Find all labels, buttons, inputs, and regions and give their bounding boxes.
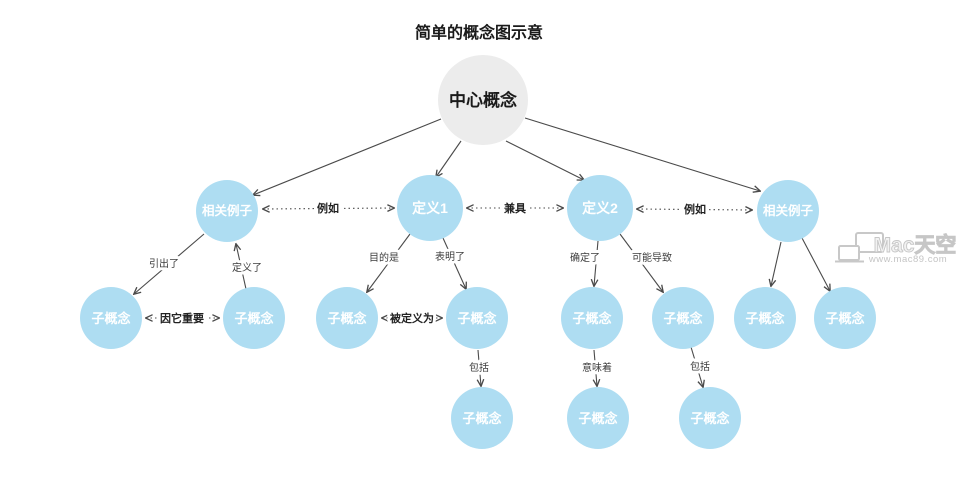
- edge-label-indicates: 表明了: [435, 250, 465, 263]
- node-related-left-label: 相关例子: [202, 203, 253, 218]
- edge-central-to-related-left: [253, 118, 442, 195]
- node-sub-10: 子概念: [567, 387, 629, 449]
- nodes: 中心概念 相关例子 定义1 定义2 相关例子 子概念: [80, 55, 876, 449]
- node-sub-2: 子概念: [223, 287, 285, 349]
- node-sub-11-label: 子概念: [690, 411, 729, 426]
- node-central-label: 中心概念: [449, 90, 517, 110]
- node-definition-2-label: 定义2: [582, 200, 618, 216]
- node-sub-8-label: 子概念: [825, 311, 864, 326]
- node-sub-1-label: 子概念: [91, 311, 130, 326]
- edge-label-example-right: 例如: [684, 202, 706, 216]
- node-sub-3: 子概念: [316, 287, 378, 349]
- node-definition-1: 定义1: [397, 175, 463, 241]
- edge-related-right-child-1: [771, 241, 782, 286]
- node-sub-6-label: 子概念: [663, 311, 702, 326]
- page-title: 简单的概念图示意: [415, 23, 543, 42]
- node-sub-5: 子概念: [561, 287, 623, 349]
- watermark-url: www.mac89.com: [868, 254, 947, 265]
- node-sub-9: 子概念: [451, 387, 513, 449]
- edge-label-defined-as: 被定义为: [390, 311, 434, 325]
- edge-label-means: 意味着: [582, 361, 612, 374]
- edge-central-to-definition-1: [436, 140, 462, 177]
- edge-determines: [594, 240, 599, 286]
- edge-label-may-cause: 可能导致: [632, 251, 672, 264]
- edge-label-includes-right: 包括: [690, 360, 710, 373]
- edge-indicates: [442, 237, 466, 289]
- node-related-right: 相关例子: [757, 180, 819, 242]
- edge-includes-right: [690, 346, 703, 387]
- node-sub-7-label: 子概念: [745, 311, 784, 326]
- node-sub-4: 子概念: [446, 287, 508, 349]
- watermark: Mac天空 www.mac89.com: [835, 232, 957, 265]
- node-sub-9-label: 子概念: [462, 411, 501, 426]
- edge-label-combines: 兼具: [504, 201, 526, 215]
- node-central: 中心概念: [438, 55, 528, 145]
- node-sub-8: 子概念: [814, 287, 876, 349]
- node-sub-11: 子概念: [679, 387, 741, 449]
- node-related-left: 相关例子: [196, 180, 258, 242]
- edge-defines: [236, 244, 247, 290]
- edge-example-left: [263, 208, 394, 209]
- edge-label-defines: 定义了: [232, 261, 262, 274]
- edge-leads-to: [134, 233, 205, 294]
- edge-label-important-because: 因它重要: [160, 311, 204, 325]
- solid-edges: [134, 117, 830, 387]
- devices-icon: [835, 232, 884, 263]
- edge-label-purpose-is: 目的是: [369, 251, 399, 264]
- edge-label-includes-left: 包括: [469, 361, 489, 374]
- node-sub-6: 子概念: [652, 287, 714, 349]
- watermark-brand: Mac天空: [874, 233, 957, 257]
- dashed-edges: [146, 208, 752, 318]
- node-sub-7: 子概念: [734, 287, 796, 349]
- edge-label-leads-to: 引出了: [149, 257, 179, 270]
- edge-example-right: [637, 209, 752, 210]
- node-sub-10-label: 子概念: [578, 411, 617, 426]
- node-definition-2: 定义2: [567, 175, 633, 241]
- node-sub-2-label: 子概念: [234, 311, 273, 326]
- node-sub-1: 子概念: [80, 287, 142, 349]
- edge-means: [594, 349, 597, 386]
- edge-labels: 例如 兼具 例如 引出了 定义了 目的是 表明了 确定了 可能导致 因它重要 被…: [146, 198, 713, 377]
- edge-includes-left: [478, 349, 481, 386]
- node-sub-4-label: 子概念: [457, 311, 496, 326]
- node-sub-3-label: 子概念: [327, 311, 366, 326]
- edge-label-determines: 确定了: [570, 251, 600, 264]
- edge-label-example-left: 例如: [317, 201, 339, 215]
- edge-central-to-related-right: [524, 117, 760, 191]
- edge-related-right-child-2: [801, 237, 830, 291]
- edge-purpose-is: [367, 233, 411, 292]
- node-definition-1-label: 定义1: [412, 200, 448, 216]
- node-sub-5-label: 子概念: [572, 311, 611, 326]
- node-related-right-label: 相关例子: [763, 203, 814, 218]
- edge-may-cause: [619, 233, 663, 292]
- edge-central-to-definition-2: [505, 140, 584, 180]
